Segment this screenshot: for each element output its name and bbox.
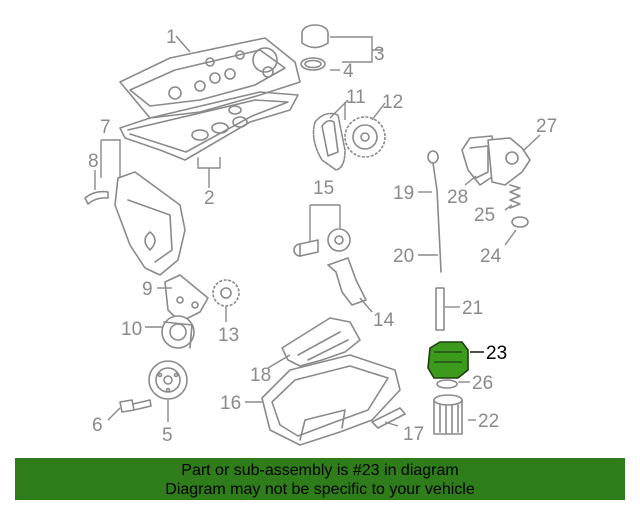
callout-18: 18 [250,365,271,386]
callout-28: 28 [447,187,468,208]
callout-13: 13 [218,325,239,346]
part-8-cover-seal [84,190,109,205]
callout-26: 26 [472,373,493,394]
callout-20: 20 [393,246,414,267]
callout-25: 25 [474,205,495,226]
callout-2: 2 [204,188,215,209]
part-19-dipstick [427,150,442,273]
callout-9: 9 [142,279,153,300]
callout-19: 19 [393,183,414,204]
part-10-tensioner [161,315,195,349]
part-6-bolt [119,399,152,413]
callout-7: 7 [100,117,111,138]
callout-12: 12 [382,92,403,113]
callout-16: 16 [220,393,241,414]
callout-21: 21 [462,298,483,319]
part-11-timing-belt [312,112,346,171]
part-27-oil-pump [487,137,531,186]
callout-23-highlighted: 23 [486,343,507,364]
callout-27: 27 [536,116,557,137]
callout-6: 6 [92,415,103,436]
callout-17: 17 [403,424,424,445]
callout-8: 8 [88,151,99,172]
part-7-timing-cover [114,171,186,276]
banner-line-1: Part or sub-assembly is #23 in diagram [181,462,459,479]
callout-5: 5 [162,425,173,446]
part-22-oil-filter [433,394,463,435]
callout-14: 14 [373,310,395,331]
part-21-tube [435,287,445,331]
callout-24: 24 [480,246,502,267]
part-23-oil-filter-housing [427,341,469,379]
part-1-valve-cover [119,37,301,119]
part-5-pulley [148,360,188,400]
part-4-cap-seal [300,57,326,71]
callout-3: 3 [374,44,385,65]
banner-line-2: Diagram may not be specific to your vehi… [165,481,475,498]
part-17-strip [371,407,406,429]
part-15-idler [293,228,351,257]
part-2-gasket [119,91,299,161]
part-13-sprocket [212,279,240,307]
callout-22: 22 [478,411,499,432]
part-9-bracket [164,274,209,323]
callout-4: 4 [343,61,354,82]
callout-1: 1 [166,27,177,48]
callout-11: 11 [346,87,366,108]
callout-10: 10 [121,319,142,340]
part-16-oil-pan [261,354,401,446]
part-26-o-ring [436,379,458,389]
part-24-seal [511,216,529,228]
leader-lines [94,35,541,427]
callout-15: 15 [313,178,334,199]
part-info-banner: Part or sub-assembly is #23 in diagram D… [15,458,625,500]
part-3-oil-cap [301,24,329,49]
part-18-baffle [281,317,361,367]
part-12-cam-sprocket [344,116,386,158]
part-25-spring [509,184,521,209]
part-14-bracket [327,257,367,306]
